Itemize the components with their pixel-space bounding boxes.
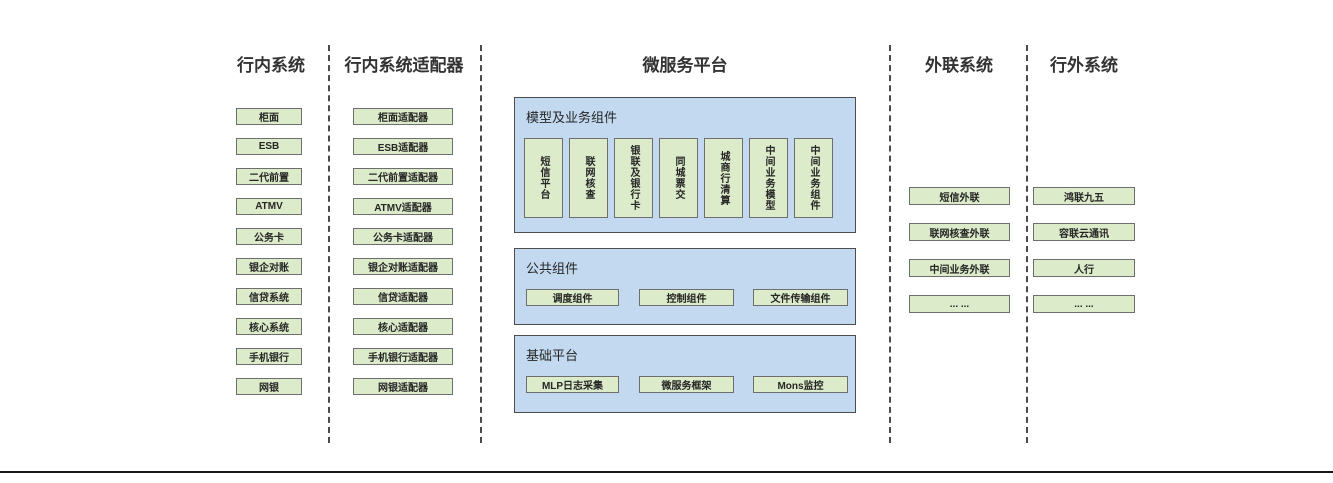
internal-system-box: 柜面 [236, 108, 302, 125]
adapter-box: 公务卡适配器 [353, 228, 453, 245]
model-component-box: 中间业务组件 [794, 138, 833, 218]
adapter-box: 网银适配器 [353, 378, 453, 395]
model-component-box: 短信平台 [524, 138, 563, 218]
column-divider [889, 45, 891, 443]
adapter-box: 核心适配器 [353, 318, 453, 335]
base-platform-panel: 基础平台 MLP日志采集 微服务框架 Mons监控 [514, 335, 856, 413]
outlink-box: ... ... [909, 295, 1010, 313]
outlink-systems-column: 短信外联 联网核查外联 中间业务外联 ... ... [909, 187, 1010, 313]
internal-system-box: ATMV [236, 198, 302, 215]
base-platform-row: MLP日志采集 微服务框架 Mons监控 [515, 376, 855, 393]
model-component-box: 中间业务模型 [749, 138, 788, 218]
model-components-row: 短信平台 联网核查 银联及银行卡 同城票交 城商行清算 中间业务模型 中间业务组… [524, 138, 833, 218]
column-title-internal-systems: 行内系统 [237, 56, 305, 75]
common-component-box: 调度组件 [526, 289, 619, 306]
common-components-row: 调度组件 控制组件 文件传输组件 [515, 289, 855, 306]
column-title-outlink-systems: 外联系统 [925, 56, 993, 75]
external-systems-column: 鸿联九五 容联云通讯 人行 ... ... [1033, 187, 1135, 313]
outlink-box: 联网核查外联 [909, 223, 1010, 241]
adapter-box: 银企对账适配器 [353, 258, 453, 275]
bottom-rule [0, 471, 1333, 473]
column-divider [480, 45, 482, 443]
panel-title: 模型及业务组件 [526, 110, 618, 125]
external-system-box: ... ... [1033, 295, 1135, 313]
internal-system-box: 手机银行 [236, 348, 302, 365]
external-system-box: 容联云通讯 [1033, 223, 1135, 241]
outlink-box: 中间业务外联 [909, 259, 1010, 277]
panel-title: 公共组件 [526, 261, 579, 276]
common-components-panel: 公共组件 调度组件 控制组件 文件传输组件 [514, 248, 856, 325]
model-component-box: 联网核查 [569, 138, 608, 218]
adapter-box: 信贷适配器 [353, 288, 453, 305]
column-title-external-systems: 行外系统 [1050, 56, 1118, 75]
external-system-box: 人行 [1033, 259, 1135, 277]
base-platform-box: 微服务框架 [639, 376, 734, 393]
internal-system-box: 信贷系统 [236, 288, 302, 305]
column-divider [1026, 45, 1028, 443]
adapter-box: 手机银行适配器 [353, 348, 453, 365]
adapter-box: 柜面适配器 [353, 108, 453, 125]
internal-system-box: 二代前置 [236, 168, 302, 185]
column-title-internal-adapters: 行内系统适配器 [344, 56, 464, 75]
internal-system-box: 核心系统 [236, 318, 302, 335]
model-component-box: 银联及银行卡 [614, 138, 653, 218]
adapter-box: 二代前置适配器 [353, 168, 453, 185]
internal-systems-column: 柜面 ESB 二代前置 ATMV 公务卡 银企对账 信贷系统 核心系统 手机银行… [236, 108, 302, 395]
outlink-box: 短信外联 [909, 187, 1010, 205]
internal-system-box: 公务卡 [236, 228, 302, 245]
panel-title: 基础平台 [526, 348, 579, 363]
model-business-components-panel: 模型及业务组件 短信平台 联网核查 银联及银行卡 同城票交 城商行清算 中间业务… [514, 97, 856, 233]
common-component-box: 控制组件 [639, 289, 734, 306]
internal-system-box: 网银 [236, 378, 302, 395]
external-system-box: 鸿联九五 [1033, 187, 1135, 205]
base-platform-box: Mons监控 [753, 376, 848, 393]
adapter-box: ATMV适配器 [353, 198, 453, 215]
model-component-box: 同城票交 [659, 138, 698, 218]
column-divider [328, 45, 330, 443]
adapters-column: 柜面适配器 ESB适配器 二代前置适配器 ATMV适配器 公务卡适配器 银企对账… [353, 108, 453, 395]
adapter-box: ESB适配器 [353, 138, 453, 155]
internal-system-box: ESB [236, 138, 302, 155]
common-component-box: 文件传输组件 [753, 289, 848, 306]
internal-system-box: 银企对账 [236, 258, 302, 275]
model-component-box: 城商行清算 [704, 138, 743, 218]
base-platform-box: MLP日志采集 [526, 376, 619, 393]
column-title-microservice-platform: 微服务平台 [642, 56, 728, 75]
